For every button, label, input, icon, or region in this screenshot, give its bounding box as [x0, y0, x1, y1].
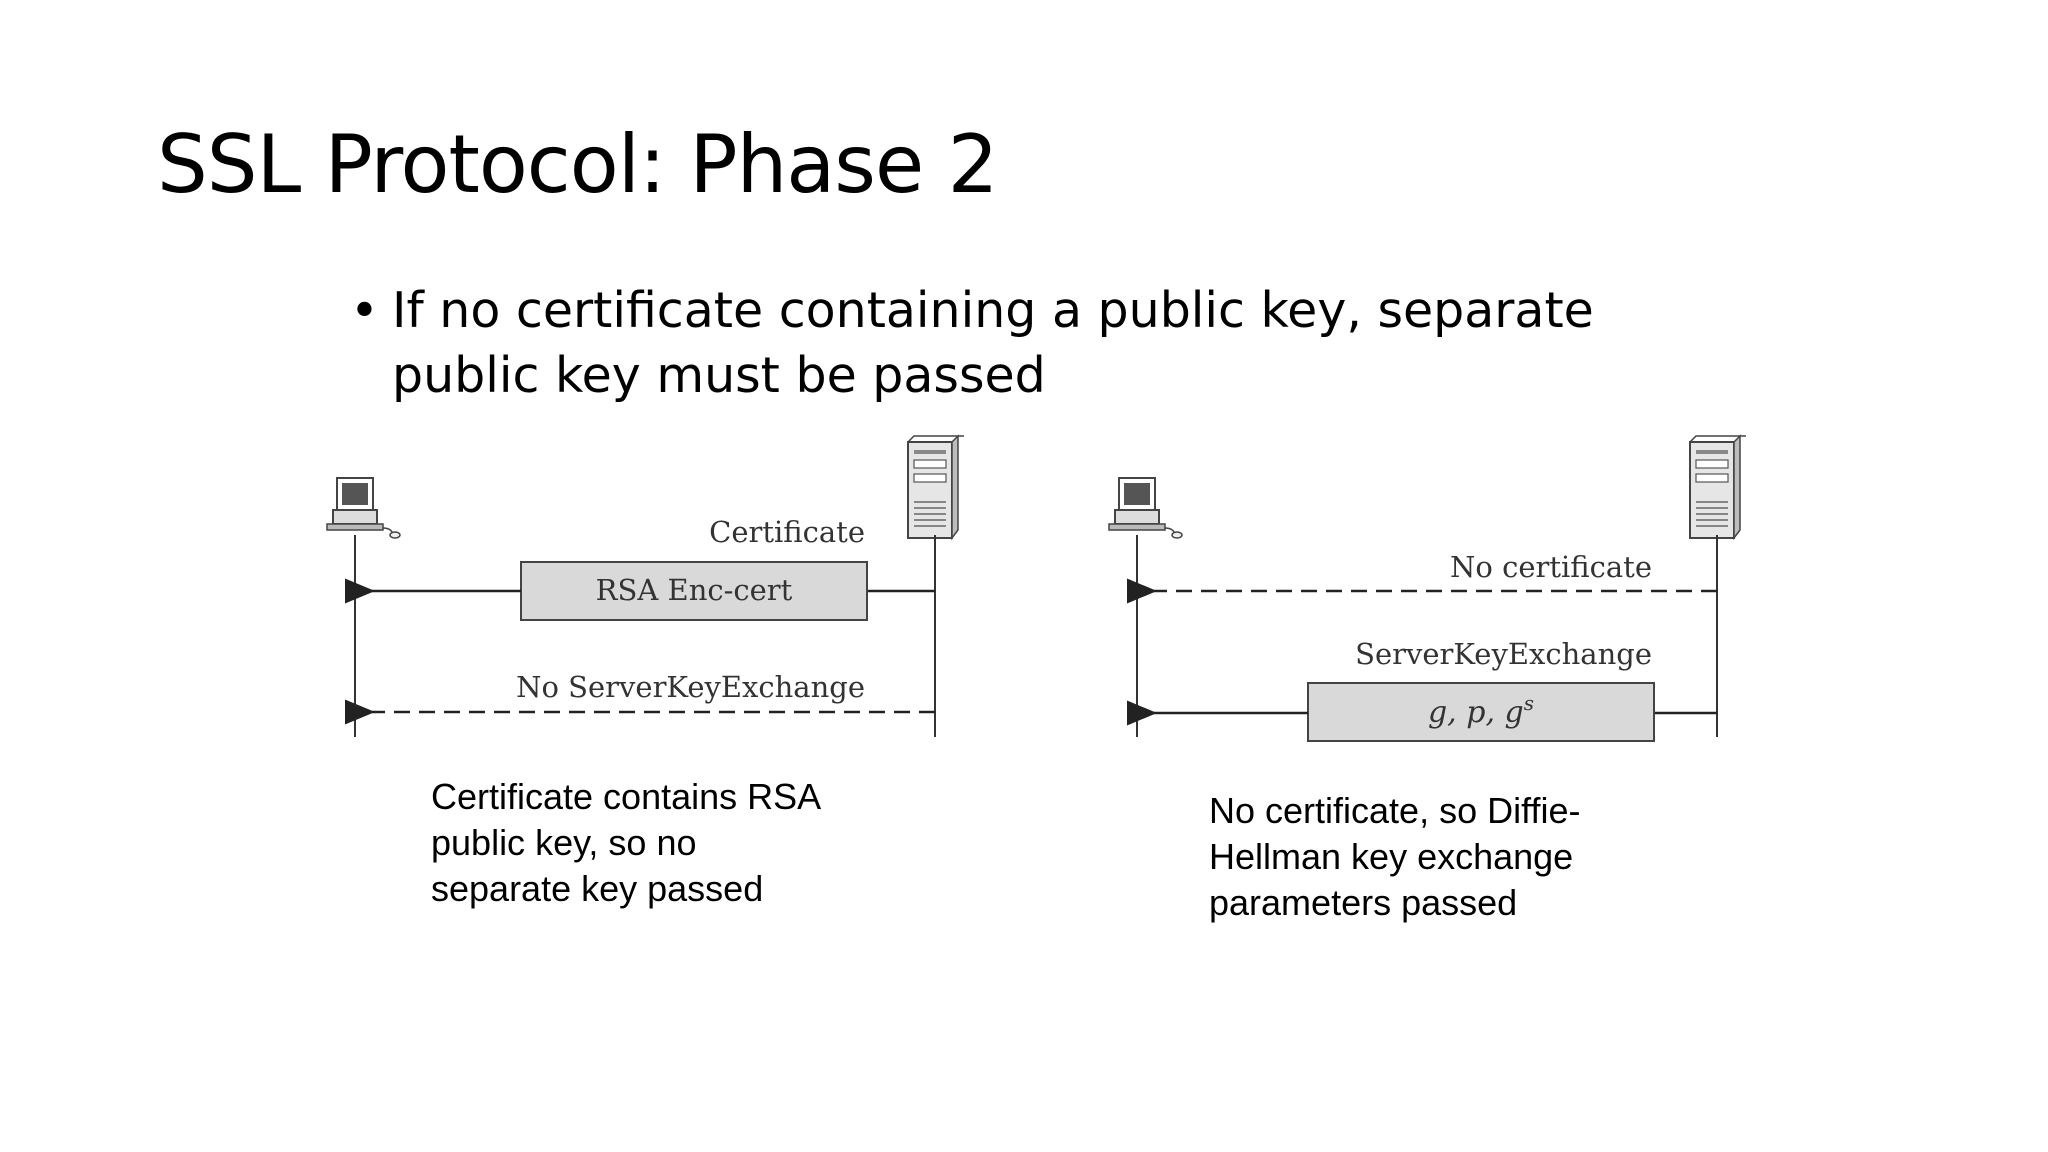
left-caption-line-2: public key, so no — [431, 822, 697, 863]
bullet-text-line-2: public key must be passed — [392, 347, 1046, 404]
right-caption: No certificate, so Diffie- Hellman key e… — [1209, 788, 1669, 926]
certificate-label: Certificate — [709, 515, 865, 549]
left-diagram: Certificate RSA Enc-cert No ServerKeyExc… — [326, 435, 965, 737]
param-exponent: s — [1524, 691, 1534, 715]
param-p: p — [1466, 695, 1485, 730]
dh-params-label: g, p, gs — [1428, 691, 1534, 730]
left-caption-line-3: separate key passed — [431, 868, 764, 909]
rsa-enc-cert-label: RSA Enc-cert — [596, 573, 793, 607]
left-caption: Certificate contains RSA public key, so … — [431, 774, 901, 912]
bullet-text-line-1: If no certificate containing a public ke… — [392, 282, 1594, 339]
key-exchange-params-box — [1307, 682, 1655, 742]
right-diagram: No certificate ServerKeyExchange g, p, g… — [1108, 435, 1747, 742]
param-g2: g — [1505, 695, 1524, 730]
param-g: g — [1428, 695, 1447, 730]
client-computer-icon — [1108, 477, 1183, 539]
right-caption-line-2: Hellman key exchange — [1209, 836, 1574, 877]
server-tower-icon — [907, 435, 965, 539]
no-server-key-exchange-label: No ServerKeyExchange — [516, 670, 865, 704]
client-computer-icon — [326, 477, 401, 539]
server-tower-icon — [1689, 435, 1747, 539]
no-certificate-label: No certificate — [1450, 550, 1652, 584]
server-key-exchange-label: ServerKeyExchange — [1355, 637, 1652, 671]
bullet-dot: • — [350, 282, 379, 339]
right-caption-line-3: parameters passed — [1209, 882, 1518, 923]
slide-title: SSL Protocol: Phase 2 — [157, 118, 999, 211]
left-caption-line-1: Certificate contains RSA — [431, 776, 822, 817]
bullet-point: • If no certificate containing a public … — [350, 278, 1700, 408]
right-caption-line-1: No certificate, so Diffie- — [1209, 790, 1581, 831]
